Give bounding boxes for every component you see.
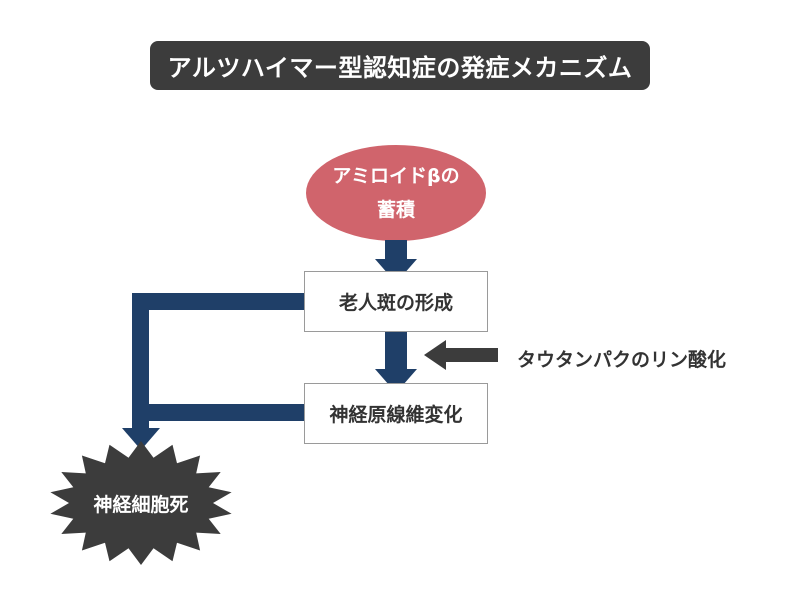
diagram-title: アルツハイマー型認知症の発症メカニズム bbox=[150, 41, 650, 90]
arrow-amyloid-to-plaque-shaft bbox=[385, 240, 407, 260]
connector-plaque-horizontal bbox=[132, 293, 304, 310]
arrow-plaque-to-tangle-head bbox=[375, 369, 417, 393]
arrow-to-death-head bbox=[122, 428, 160, 450]
plaque-node-label: 老人斑の形成 bbox=[338, 292, 453, 314]
arrow-plaque-to-tangle-shaft bbox=[385, 331, 407, 370]
amyloid-node-shape bbox=[306, 145, 486, 241]
tangle-node-box bbox=[304, 383, 488, 444]
amyloid-node-label: アミロイドβの 蓄積 bbox=[306, 158, 486, 228]
side-arrow-head bbox=[424, 340, 446, 370]
connector-tangle-horizontal bbox=[132, 404, 304, 421]
connector-vertical bbox=[132, 293, 149, 428]
amyloid-label-line1: アミロイドβの bbox=[332, 165, 460, 187]
amyloid-label-line2: 蓄積 bbox=[376, 199, 415, 221]
plaque-node-box bbox=[304, 271, 488, 332]
side-arrow-shaft bbox=[445, 348, 498, 362]
death-node-shape bbox=[50, 441, 232, 565]
death-node-label: 神経細胞死 bbox=[93, 493, 189, 516]
tau-phosphorylation-label: タウタンパクのリン酸化 bbox=[517, 348, 727, 371]
tangle-node-label: 神経原線維変化 bbox=[329, 404, 463, 426]
